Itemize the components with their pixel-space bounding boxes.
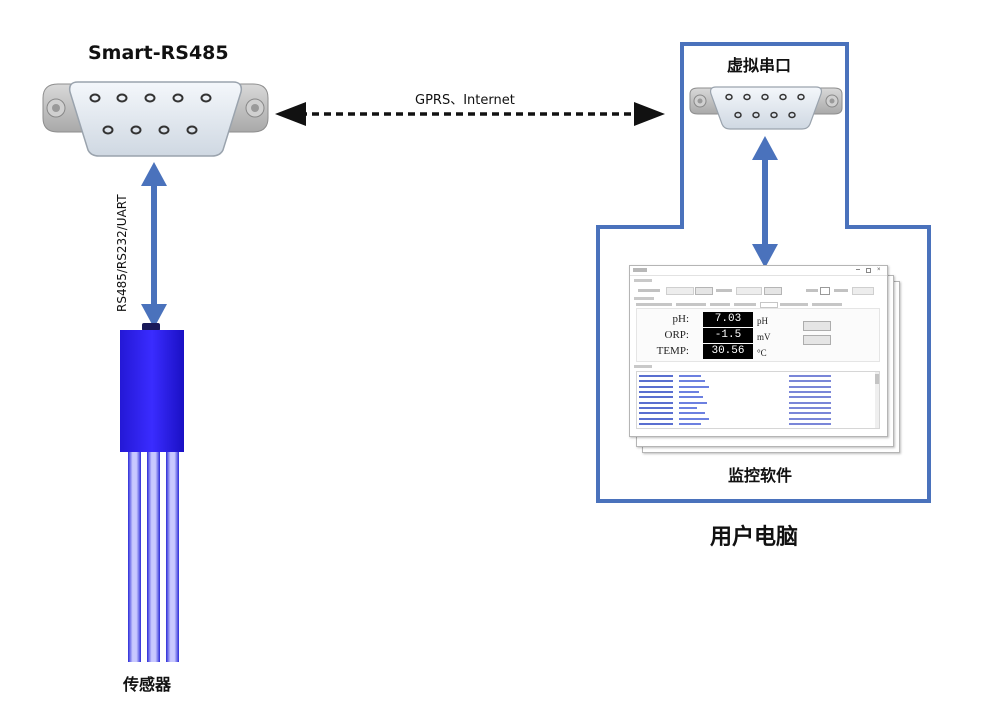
group-label-placeholder bbox=[634, 279, 652, 282]
minimize-icon[interactable] bbox=[856, 269, 860, 270]
reading-value: -1.5 bbox=[703, 328, 753, 343]
scrollbar-thumb[interactable] bbox=[875, 374, 879, 384]
slave-id-input[interactable] bbox=[820, 287, 830, 295]
sensor bbox=[120, 323, 184, 662]
reading-unit: °C bbox=[757, 348, 767, 358]
sensor-label: 传感器 bbox=[123, 675, 172, 694]
reading-name: TEMP: bbox=[656, 345, 689, 357]
pc-label: 用户电脑 bbox=[710, 525, 799, 550]
log-line bbox=[639, 385, 877, 389]
log-scrollbar[interactable] bbox=[875, 372, 879, 428]
stop-button[interactable] bbox=[803, 335, 831, 345]
maximize-icon[interactable] bbox=[866, 268, 871, 273]
tab[interactable] bbox=[710, 303, 730, 306]
log-panel[interactable] bbox=[636, 371, 880, 429]
db9-connector-right bbox=[689, 86, 843, 130]
apply-button[interactable] bbox=[764, 287, 782, 295]
reading-name: pH: bbox=[672, 313, 690, 325]
reading-name: ORP: bbox=[664, 329, 689, 341]
log-label-placeholder bbox=[634, 365, 652, 368]
readings-panel: pH: 7.03 pH ORP: -1.5 mV TEMP: 30.56 °C bbox=[636, 308, 880, 362]
tab[interactable] bbox=[676, 303, 706, 306]
log-line bbox=[639, 401, 877, 405]
log-line bbox=[639, 406, 877, 410]
wire-arrow-left bbox=[141, 162, 167, 328]
open-port-button[interactable] bbox=[695, 287, 713, 295]
language-select[interactable] bbox=[852, 287, 874, 295]
log-lines bbox=[637, 372, 879, 428]
tab-strip bbox=[636, 302, 882, 308]
software-window: × pH: 7.03 pH ORP: -1.5 mV TEMP: 30.56 °C bbox=[629, 265, 888, 437]
close-icon[interactable]: × bbox=[877, 267, 881, 273]
tab[interactable] bbox=[734, 303, 756, 306]
baud-select[interactable] bbox=[736, 287, 762, 295]
log-line bbox=[639, 390, 877, 394]
log-line bbox=[639, 379, 877, 383]
log-line bbox=[639, 422, 877, 426]
pc-frame-outline bbox=[596, 42, 931, 503]
software-label: 监控软件 bbox=[728, 466, 793, 485]
tab[interactable] bbox=[636, 303, 672, 306]
reading-unit: mV bbox=[757, 332, 771, 342]
port-settings-row bbox=[638, 287, 878, 295]
port-select[interactable] bbox=[666, 287, 694, 295]
log-line bbox=[639, 411, 877, 415]
tab[interactable] bbox=[812, 303, 842, 306]
log-line bbox=[639, 374, 877, 378]
window-titlebar: × bbox=[630, 266, 887, 276]
reading-value: 7.03 bbox=[703, 312, 753, 327]
reading-value: 30.56 bbox=[703, 344, 753, 359]
virtual-port-label: 虚拟串口 bbox=[727, 56, 792, 75]
db9-connector-left bbox=[42, 81, 269, 157]
log-line bbox=[639, 417, 877, 421]
window-title-placeholder bbox=[633, 268, 647, 272]
link-label: GPRS、Internet bbox=[415, 93, 515, 108]
tab[interactable] bbox=[780, 303, 808, 306]
device-title: Smart-RS485 bbox=[88, 42, 229, 64]
group-label-placeholder-2 bbox=[634, 297, 654, 300]
reading-unit: pH bbox=[757, 316, 768, 326]
link-arrow-right bbox=[752, 136, 778, 268]
tab-active[interactable] bbox=[760, 302, 778, 308]
log-line bbox=[639, 395, 877, 399]
start-button[interactable] bbox=[803, 321, 831, 331]
wire-label: RS485/RS232/UART bbox=[115, 194, 129, 312]
gprs-link-arrow bbox=[275, 102, 665, 126]
